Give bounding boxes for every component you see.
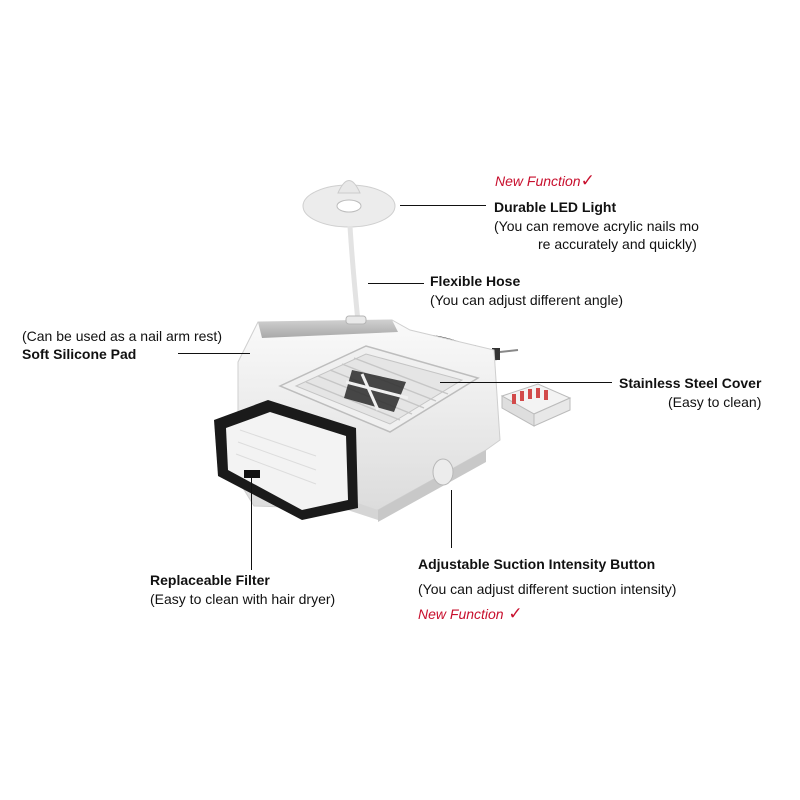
button-desc: (You can adjust different suction intens… <box>418 581 677 597</box>
hose-title: Flexible Hose <box>430 273 521 289</box>
check-icon: ✓ <box>503 604 523 623</box>
drill-bits-box <box>500 383 572 427</box>
led-title: Durable LED Light <box>494 199 617 215</box>
button-title: Adjustable Suction Intensity Button <box>418 556 656 572</box>
leader-filter-v <box>251 478 252 570</box>
new-function-tag-top: New Function✓ <box>495 171 595 190</box>
filter-desc: (Easy to clean with hair dryer) <box>150 591 336 607</box>
led-desc-1: (You can remove acrylic nails mo <box>494 218 699 234</box>
leader-button-v <box>451 490 452 548</box>
led-desc-2: re accurately and quickly) <box>538 236 697 252</box>
pad-desc: (Can be used as a nail arm rest) <box>22 328 222 344</box>
filter-title: Replaceable Filter <box>150 572 270 588</box>
leader-cover <box>440 382 612 383</box>
replaceable-filter <box>214 400 358 520</box>
cover-title: Stainless Steel Cover <box>619 375 762 391</box>
leader-led <box>400 205 486 206</box>
leader-hose <box>368 283 424 284</box>
new-function-tag-bottom: New Function ✓ <box>418 604 523 623</box>
hose-desc: (You can adjust different angle) <box>430 292 624 308</box>
flexible-hose <box>347 225 361 323</box>
check-icon: ✓ <box>580 171 595 190</box>
leader-pad <box>178 353 250 354</box>
suction-knob <box>432 458 454 486</box>
pad-title: Soft Silicone Pad <box>22 346 137 362</box>
led-lamp <box>302 180 396 228</box>
cover-desc: (Easy to clean) <box>668 394 762 410</box>
